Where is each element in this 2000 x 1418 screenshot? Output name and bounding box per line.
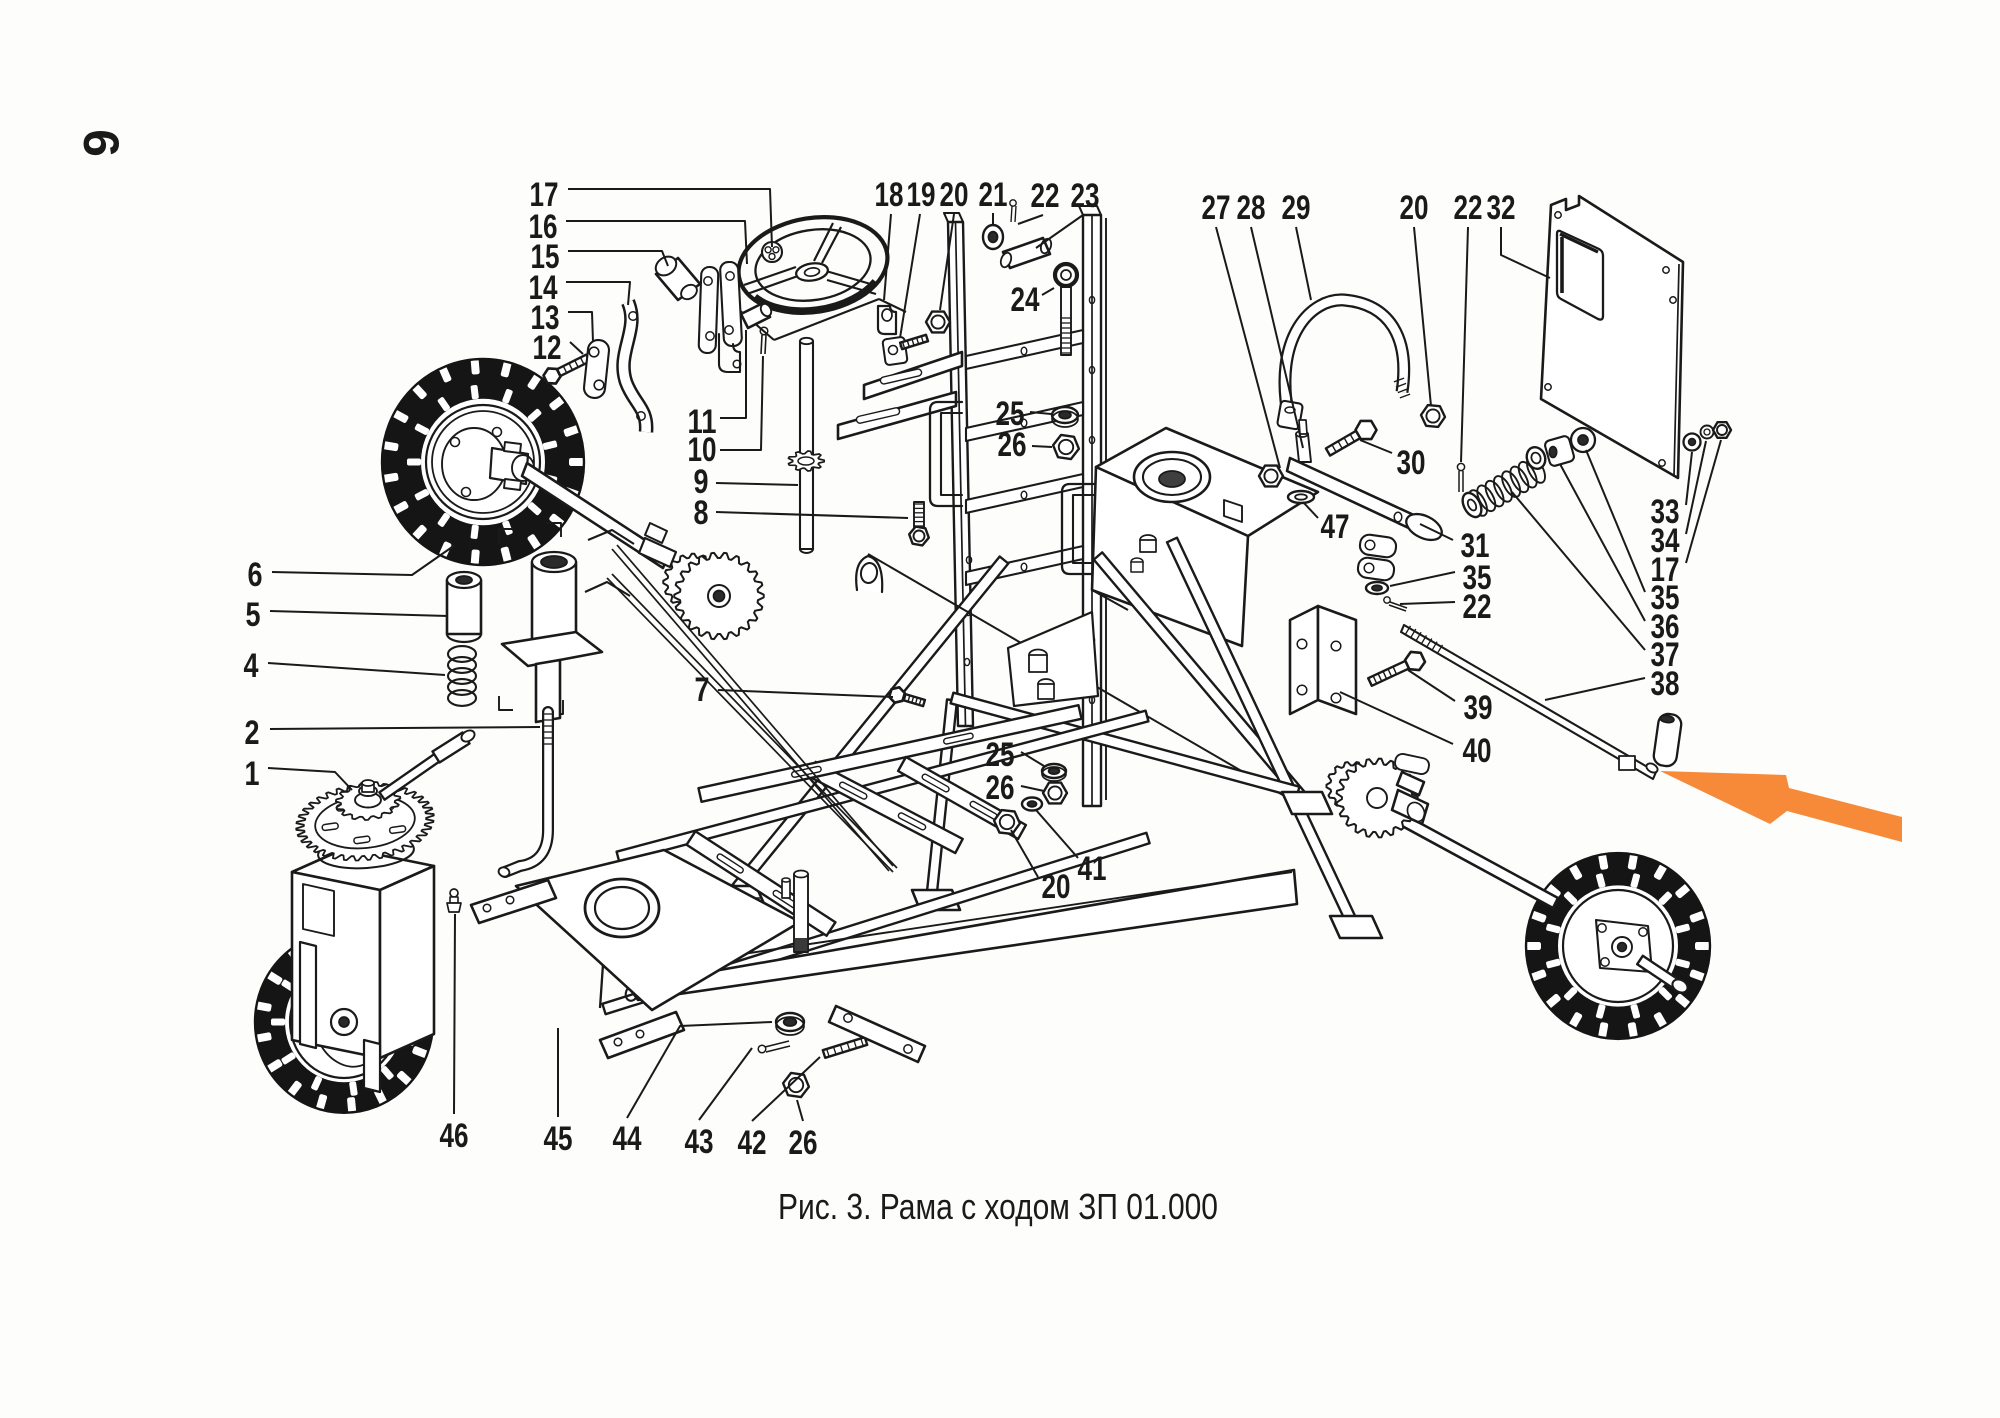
svg-text:22: 22 — [1463, 588, 1492, 626]
svg-text:21: 21 — [979, 176, 1008, 214]
svg-text:44: 44 — [613, 1120, 642, 1158]
svg-text:8: 8 — [694, 494, 709, 532]
svg-text:19: 19 — [907, 176, 936, 214]
svg-text:12: 12 — [533, 329, 562, 367]
svg-text:6: 6 — [73, 129, 129, 157]
svg-text:29: 29 — [1282, 189, 1311, 227]
svg-text:30: 30 — [1397, 444, 1426, 482]
svg-text:28: 28 — [1237, 189, 1266, 227]
svg-text:20: 20 — [1400, 189, 1429, 227]
svg-text:1: 1 — [245, 755, 260, 793]
svg-text:27: 27 — [1202, 189, 1231, 227]
svg-text:42: 42 — [738, 1124, 767, 1162]
svg-text:38: 38 — [1651, 665, 1680, 703]
svg-text:Рис. 3. Рама с ходом ЗП 01.000: Рис. 3. Рама с ходом ЗП 01.000 — [778, 1186, 1218, 1227]
svg-text:47: 47 — [1321, 508, 1350, 546]
svg-text:5: 5 — [246, 596, 261, 634]
svg-text:40: 40 — [1463, 732, 1492, 770]
svg-text:39: 39 — [1464, 689, 1493, 727]
svg-text:22: 22 — [1031, 177, 1060, 215]
svg-text:26: 26 — [998, 426, 1027, 464]
svg-text:24: 24 — [1011, 281, 1040, 319]
svg-text:32: 32 — [1487, 189, 1516, 227]
svg-text:4: 4 — [244, 647, 259, 685]
svg-text:18: 18 — [875, 176, 904, 214]
svg-text:43: 43 — [685, 1123, 714, 1161]
svg-text:26: 26 — [986, 769, 1015, 807]
svg-text:26: 26 — [789, 1124, 818, 1162]
svg-text:45: 45 — [544, 1120, 573, 1158]
svg-text:6: 6 — [248, 556, 263, 594]
svg-text:22: 22 — [1454, 189, 1483, 227]
svg-text:2: 2 — [245, 714, 260, 752]
svg-text:23: 23 — [1071, 177, 1100, 215]
svg-text:20: 20 — [1042, 868, 1071, 906]
svg-text:41: 41 — [1078, 850, 1107, 888]
svg-text:7: 7 — [695, 671, 710, 709]
svg-text:20: 20 — [940, 176, 969, 214]
svg-text:46: 46 — [440, 1117, 469, 1155]
